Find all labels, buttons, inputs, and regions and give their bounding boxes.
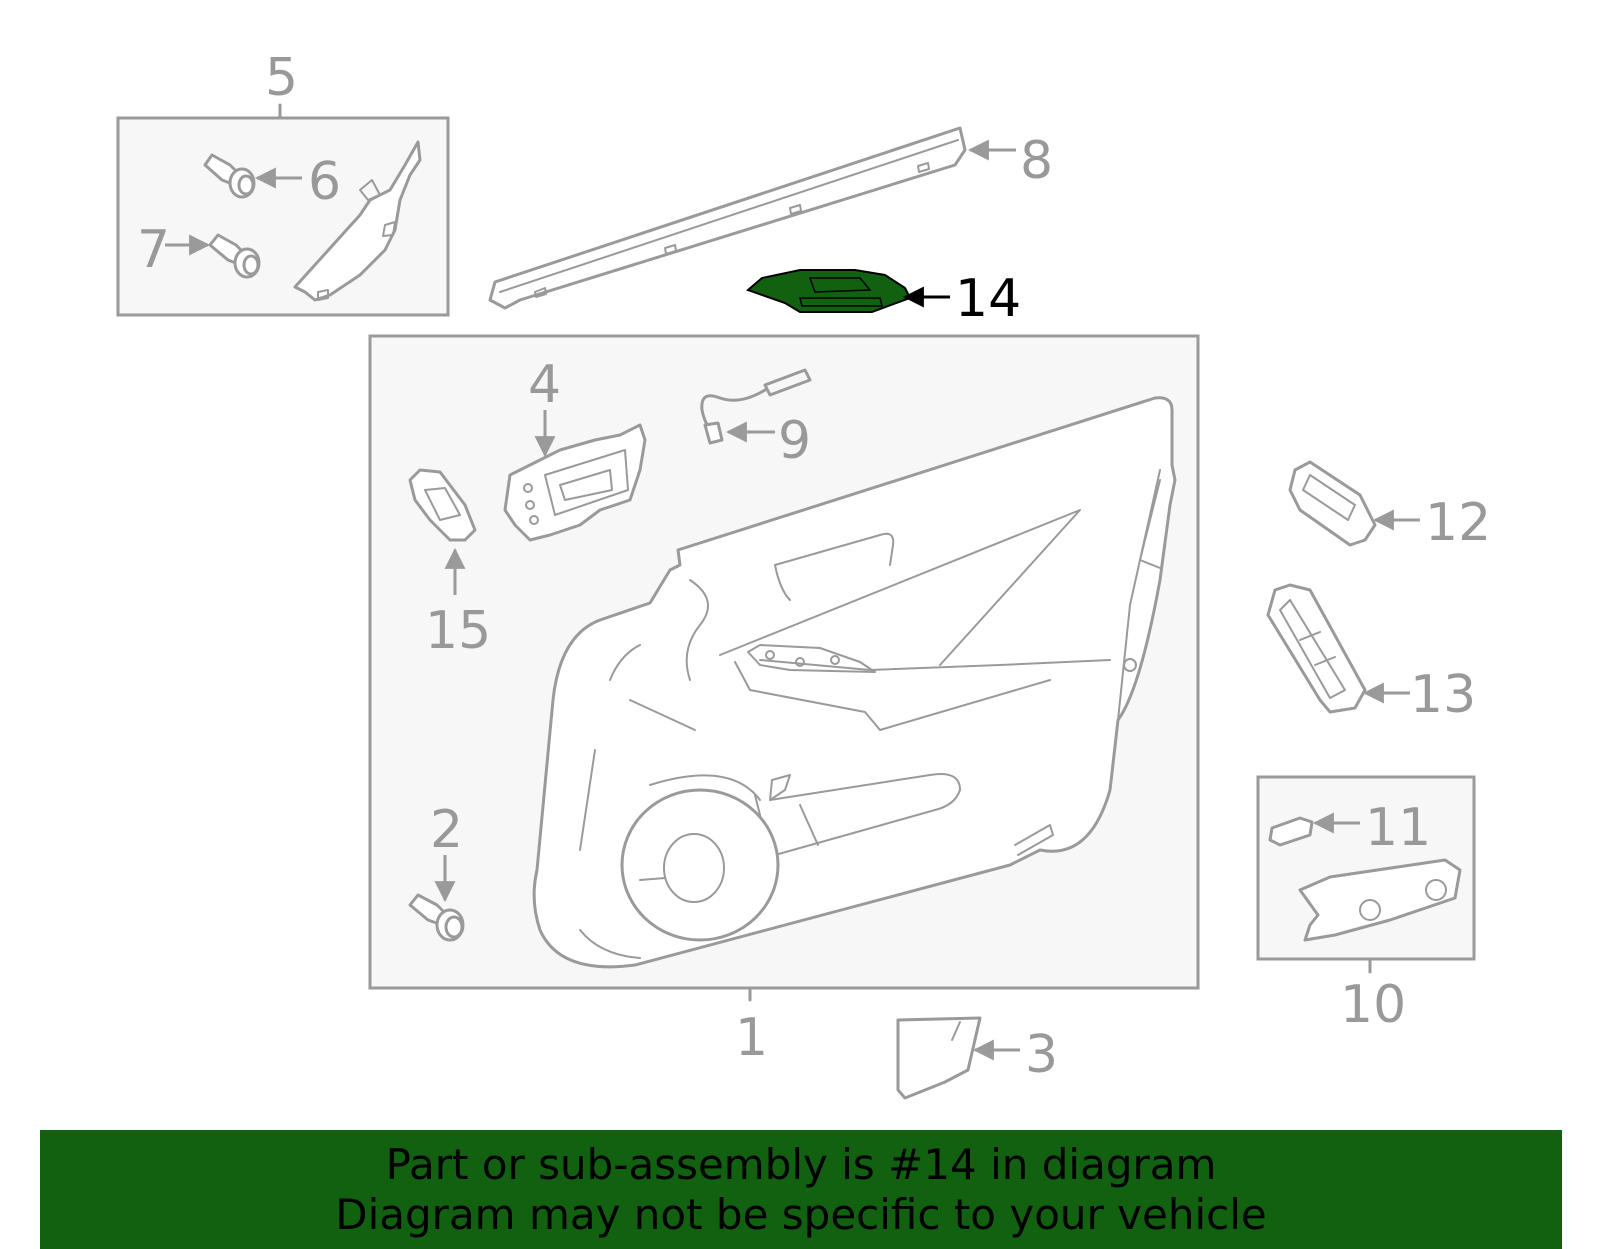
- callout-11: 11: [1365, 798, 1431, 858]
- part-7-clip[interactable]: [208, 233, 261, 279]
- callout-6: 6: [308, 152, 341, 212]
- callout-15: 15: [425, 601, 491, 661]
- part-3-cover[interactable]: [896, 1016, 982, 1100]
- part-12-window-switch[interactable]: [1288, 460, 1377, 547]
- callout-13: 13: [1410, 665, 1476, 725]
- part-13-master-switch[interactable]: [1266, 583, 1367, 714]
- part-14-switch-bezel[interactable]: [746, 269, 912, 313]
- part-5-pillar-trim[interactable]: [293, 140, 422, 302]
- banner-line-1: Part or sub-assembly is #14 in diagram: [385, 1140, 1217, 1189]
- callout-7: 7: [137, 220, 170, 280]
- banner-line-2: Diagram may not be specific to your vehi…: [335, 1190, 1267, 1239]
- callout-1: 1: [735, 1008, 768, 1068]
- callout-2: 2: [430, 800, 463, 860]
- part-9-wire-harness[interactable]: [700, 368, 812, 445]
- part-6-clip[interactable]: [203, 153, 256, 199]
- part-15-switch[interactable]: [408, 468, 477, 542]
- callout-9: 9: [778, 411, 811, 471]
- part-2-clip[interactable]: [408, 893, 465, 942]
- part-10-courtesy-lamp[interactable]: [1298, 858, 1462, 942]
- callout-8: 8: [1020, 131, 1053, 191]
- speaker-grille: [620, 774, 780, 942]
- part-4-inner-handle[interactable]: [503, 423, 647, 542]
- callout-14: 14: [955, 269, 1021, 329]
- callout-3: 3: [1025, 1025, 1058, 1085]
- info-banner: Part or sub-assembly is #14 in diagram D…: [40, 1130, 1562, 1249]
- armrest-switch-outline: [747, 644, 876, 673]
- callout-10: 10: [1340, 975, 1406, 1035]
- part-8-belt-moulding[interactable]: [488, 126, 967, 310]
- callout-5: 5: [265, 48, 298, 108]
- callout-4: 4: [528, 355, 561, 415]
- part-11-bulb[interactable]: [1268, 816, 1314, 847]
- callout-12: 12: [1425, 493, 1491, 553]
